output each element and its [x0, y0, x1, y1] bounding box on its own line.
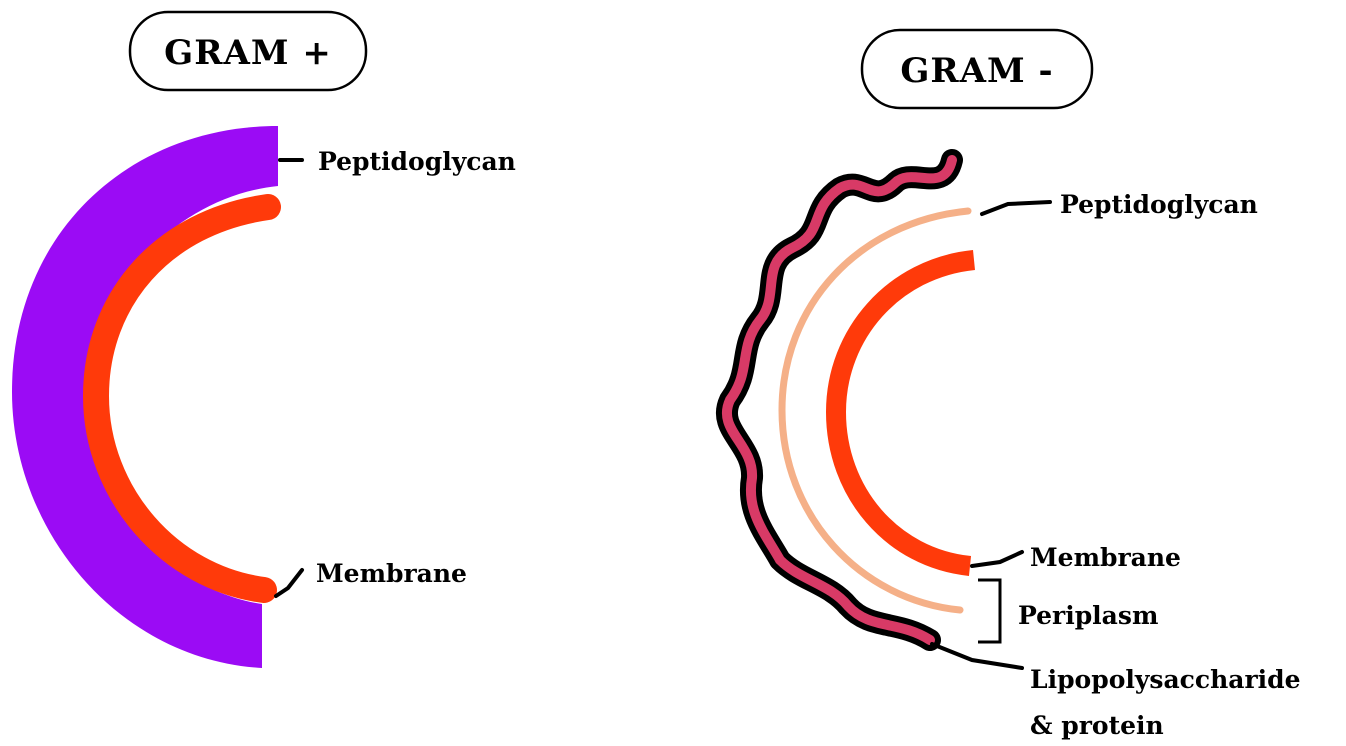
gram-negative-periplasm-bracket	[978, 580, 1000, 642]
gram-negative-membrane-leader	[972, 552, 1022, 566]
gram-negative-peptidoglycan-label: Peptidoglycan	[1060, 190, 1258, 219]
gram-negative-lps-label-line1: Lipopolysaccharide	[1030, 665, 1301, 694]
gram-positive-title-box: GRAM +	[130, 12, 366, 90]
gram-negative-title: GRAM -	[900, 51, 1053, 91]
gram-negative-panel: GRAM - Peptidoglycan Membrane Periplasm …	[727, 30, 1301, 740]
gram-positive-title: GRAM +	[164, 33, 332, 73]
gram-negative-membrane-label: Membrane	[1030, 543, 1181, 572]
gram-negative-lps-label-line2: & protein	[1030, 711, 1164, 740]
gram-positive-panel: GRAM + Peptidoglycan Membrane	[12, 12, 516, 668]
gram-positive-peptidoglycan-label: Peptidoglycan	[318, 147, 516, 176]
gram-negative-membrane-layer	[836, 260, 974, 566]
gram-negative-title-box: GRAM -	[862, 30, 1092, 108]
gram-negative-lps-leader	[932, 644, 1022, 668]
gram-positive-membrane-leader	[276, 570, 302, 596]
gram-negative-peptidoglycan-leader	[982, 202, 1050, 214]
gram-negative-periplasm-label: Periplasm	[1018, 601, 1158, 630]
gram-positive-membrane-label: Membrane	[316, 559, 467, 588]
